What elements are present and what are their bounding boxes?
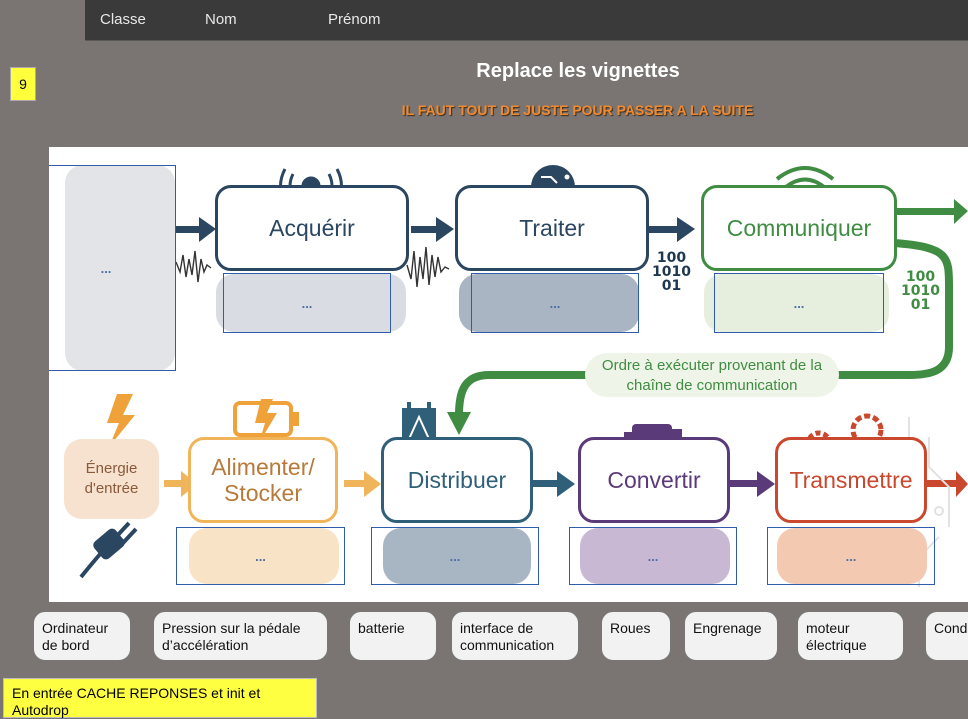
drop-zone-distribuer[interactable]: ... [371,527,539,585]
arrow-convertir-transmettre [728,471,775,497]
ordre-arrow-path [455,239,953,416]
nom-label[interactable]: Nom [205,11,237,28]
energy-input-label: Énergie d'entrée [64,439,159,519]
instruction-note: En entrée CACHE REPONSES et init et Auto… [3,678,317,718]
drop-zone-convertir[interactable]: ... [569,527,737,585]
tile-engrenage[interactable]: Engrenage [684,611,778,661]
arrow-distribuer-convertir [532,471,575,497]
arrow-input-acquerir [174,217,216,242]
stage-traiter: Traiter [455,185,649,271]
drop-zone-transmettre[interactable]: ... [767,527,935,585]
drop-zone-alimenter[interactable]: ... [176,527,345,585]
stage-communiquer: Communiquer [701,185,897,271]
signal-wave-2 [406,246,450,288]
input-pill [65,165,175,371]
traiter-pill [459,274,639,332]
stage-transmettre: Transmettre [775,437,927,523]
distribuer-pill [383,528,531,584]
signal-wave-1 [175,250,212,283]
tile-ordinateur-de-bord[interactable]: Ordinateur de bord [33,611,131,661]
alimenter-pill [189,528,339,584]
stage-distribuer: Distribuer [381,437,533,523]
stage-convertir: Convertir [578,437,730,523]
page-subtitle: IL FAUT TOUT DE JUSTE POUR PASSER A LA S… [401,102,754,118]
page-title: Replace les vignettes [476,60,680,82]
drop-zone-entree[interactable]: ... [49,165,176,371]
binary-code-2: 100 1010 01 [901,269,940,313]
arrow-traiter-communiquer [647,217,695,242]
tile-roues[interactable]: Roues [601,611,671,661]
ordre-arrow-head [447,412,471,435]
arrow-communiquer-out [897,199,968,224]
tile-batterie[interactable]: batterie [349,611,437,661]
tile-interface-communication[interactable]: interface de communication [451,611,579,661]
drop-zone-acquerir[interactable]: ... [223,273,391,333]
tile-pression-pedale[interactable]: Pression sur la pédale d’accélération [153,611,328,661]
top-bar: Classe Nom Prénom [85,0,968,41]
plug-icon [79,521,138,579]
communiquer-pill [704,274,889,332]
drop-zone-communiquer[interactable]: ... [714,273,884,333]
lightning-icon [107,394,135,447]
page-number-badge: 9 [10,67,36,101]
arrow-transmettre-out [927,471,968,497]
ordre-label: Ordre à exécuter provenant de la chaîne … [585,353,839,397]
convertir-pill [580,528,730,584]
transmettre-pill [777,528,927,584]
classe-label[interactable]: Classe [100,11,146,28]
tile-cond[interactable]: Cond [925,611,968,661]
battery-icon [233,399,299,443]
stage-acquerir: Acquérir [215,185,409,271]
binary-code-1: 100 1010 01 [652,250,691,294]
arrow-alimenter-distribuer [344,471,381,497]
prenom-label[interactable]: Prénom [328,11,381,28]
arrow-acquerir-traiter [411,217,454,242]
tile-moteur-electrique[interactable]: moteur électrique [797,611,904,661]
drop-zone-traiter[interactable]: ... [471,273,639,333]
chain-diagram: Acquérir Traiter Communiquer 100 1010 01… [49,147,968,602]
stage-alimenter: Alimenter/ Stocker [188,437,338,523]
acquerir-pill [216,274,406,332]
